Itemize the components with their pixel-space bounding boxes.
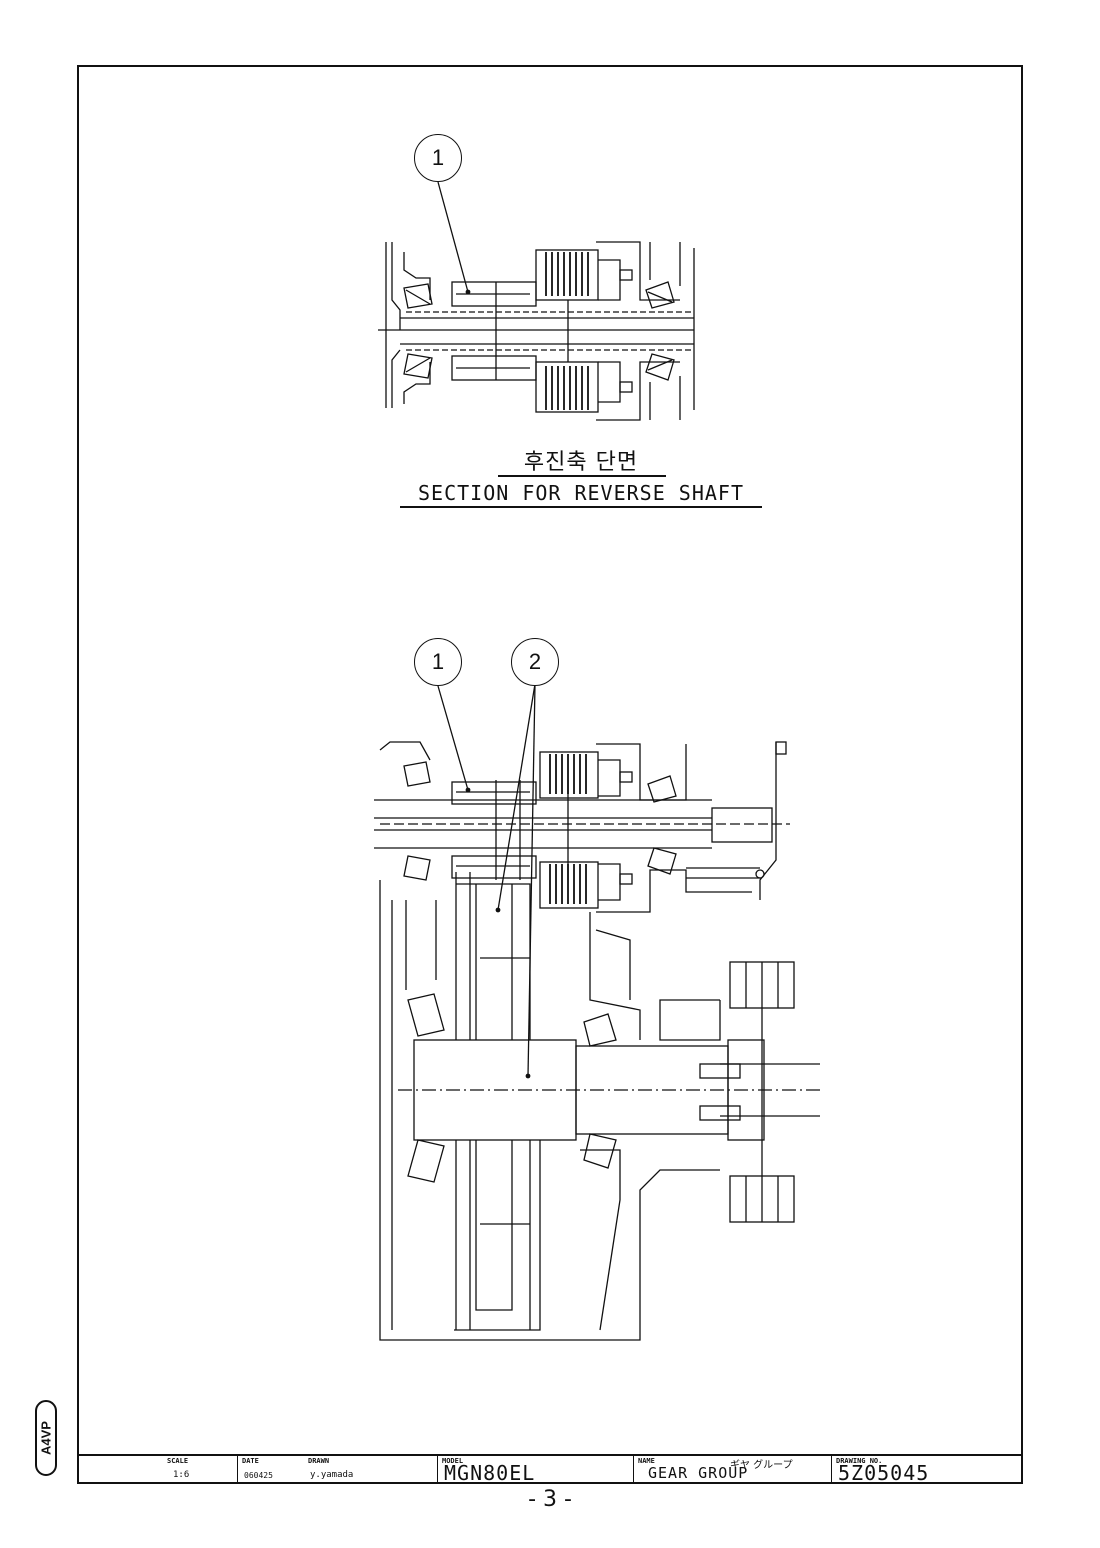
date-drawn-cell: DATE 060425 DRAWN y.yamada xyxy=(237,1456,437,1484)
drawing-number-label: DRAWING NO. xyxy=(836,1457,883,1465)
paper-size-stamp: A4VP xyxy=(35,1400,57,1476)
balloon-part-2-bottom: 2 xyxy=(511,638,559,686)
scale-label: SCALE xyxy=(167,1457,189,1465)
date-value: 060425 xyxy=(244,1471,273,1480)
model-value: MGN80EL xyxy=(444,1461,536,1485)
section-caption-korean: 후진축 단면 xyxy=(523,450,639,475)
model-cell: MODEL MGN80EL xyxy=(437,1456,633,1485)
caption-underline xyxy=(498,475,666,477)
section-caption-english: SECTION FOR REVERSE SHAFT xyxy=(417,481,745,505)
balloon-part-1-top: 1 xyxy=(414,134,462,182)
title-block: SCALE 1:6 DATE 060425 DRAWN y.yamada MOD… xyxy=(77,1454,1023,1485)
drawn-value: y.yamada xyxy=(310,1470,354,1480)
stamp-text: A4VP xyxy=(38,1421,54,1455)
name-label: NAME xyxy=(638,1457,655,1465)
drawing-number-cell: DRAWING NO. 5Z05045 xyxy=(831,1456,1021,1485)
gear-group-section xyxy=(374,683,820,1341)
drawing-number-value: 5Z05045 xyxy=(838,1461,930,1485)
name-value: GEAR GROUP xyxy=(648,1464,749,1482)
drawing-border xyxy=(77,65,1023,1484)
name-cell: NAME ギヤ グループ GEAR GROUP xyxy=(633,1456,831,1484)
model-label: MODEL xyxy=(442,1457,464,1465)
name-kana: ギヤ グループ xyxy=(730,1460,793,1471)
scale-value: 1:6 xyxy=(173,1470,190,1480)
caption-underline-english xyxy=(400,506,762,508)
page-number: - 3 - xyxy=(528,1487,572,1512)
scale-cell: SCALE 1:6 xyxy=(143,1456,237,1484)
drawn-label: DRAWN xyxy=(308,1457,330,1465)
reverse-shaft-section xyxy=(378,181,695,421)
balloon-part-1-bottom: 1 xyxy=(414,638,462,686)
date-label: DATE xyxy=(242,1457,259,1465)
